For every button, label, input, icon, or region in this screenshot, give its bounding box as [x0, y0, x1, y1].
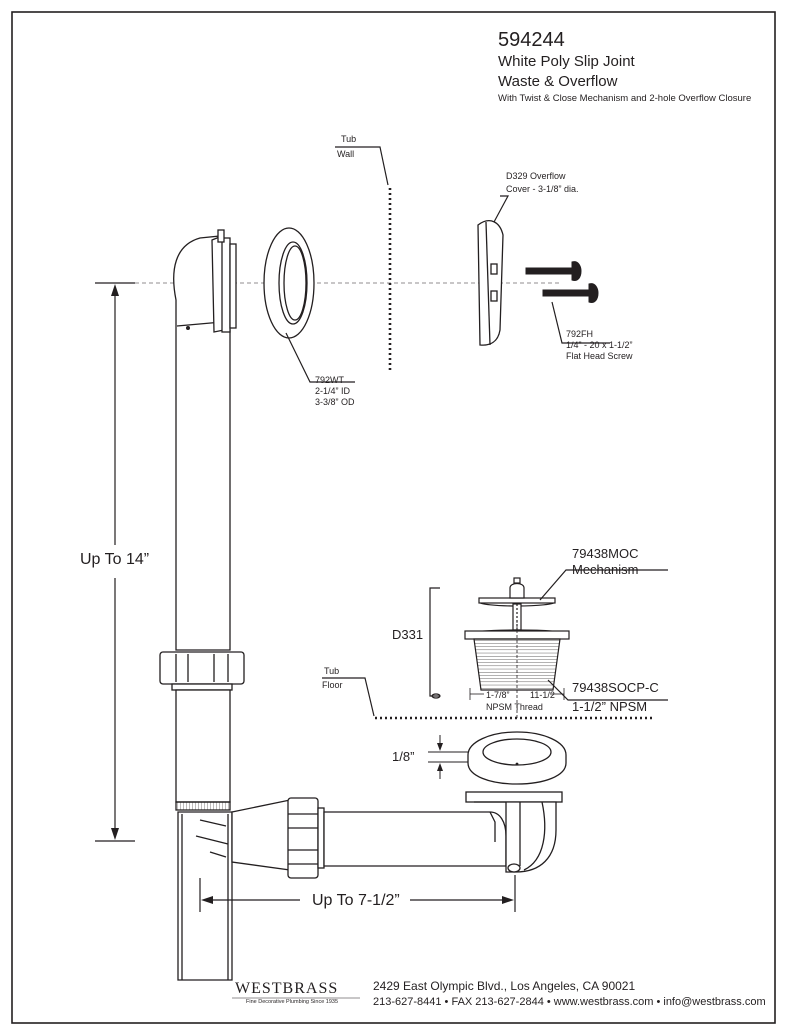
drain-gasket — [467, 731, 567, 785]
d331-bracket — [429, 587, 441, 699]
wt792-label-1: 792WT — [315, 375, 345, 385]
brand-tagline: Fine Decorative Plumbing Since 1935 — [246, 999, 339, 1005]
title-line-1: White Poly Slip Joint — [498, 53, 635, 70]
overflow-pipe — [173, 229, 237, 651]
brand-logo: WESTBRASS — [235, 980, 339, 997]
part-number: 594244 — [498, 29, 565, 51]
d329-label-1: D329 Overflow — [506, 171, 566, 181]
moc-label-1: 79438MOC — [572, 546, 639, 561]
leader-socp — [547, 679, 668, 701]
socp-label-2: 1-1/2” NPSM — [572, 699, 648, 714]
dimension-gasket-gap — [428, 735, 468, 779]
tub-floor-label-1: Tub — [324, 666, 340, 676]
tub-wall-label-1: Tub — [341, 134, 357, 144]
mechanism-stopper — [478, 577, 556, 631]
dimension-gasket-gap-label: 1/8” — [392, 749, 415, 764]
company-address: 2429 East Olympic Blvd., Los Angeles, CA… — [373, 979, 636, 993]
title-line-2: Waste & Overflow — [498, 73, 618, 90]
waste-tee — [175, 689, 291, 981]
overflow-cover — [477, 220, 504, 346]
waste-horizontal-pipe — [323, 811, 507, 867]
tub-floor-marker — [322, 677, 655, 720]
fh792-label-3: Flat Head Screw — [566, 351, 633, 361]
thread-dimension — [469, 688, 565, 700]
company-contact: 213-627-8441 • FAX 213-627-2844 • www.we… — [373, 996, 766, 1008]
tub-wall-marker — [335, 146, 392, 372]
dimension-vertical — [95, 282, 135, 842]
d331-label: D331 — [392, 627, 424, 642]
thread-diameter-label: 1-7/8” — [486, 690, 510, 700]
dimension-vertical-label: Up To 14” — [80, 551, 150, 568]
socp-label-1: 79438SOCP-C — [572, 680, 659, 695]
tub-wall-label-2: Wall — [337, 149, 355, 159]
flat-head-screws — [525, 261, 599, 303]
drain-body — [464, 620, 570, 720]
thread-pitch-label: 11-1/2 — [530, 690, 555, 700]
waste-shoe — [465, 791, 563, 873]
leader-moc — [539, 569, 668, 601]
fh792-label-2: 1/4” - 20 x 1-1/2” — [566, 340, 633, 350]
dimension-horizontal — [199, 875, 516, 912]
leader-792fh — [551, 301, 610, 344]
wt792-label-3: 3-3/8” OD — [315, 397, 355, 407]
leader-792wt — [285, 332, 355, 383]
d329-label-2: Cover - 3-1/8” dia. — [506, 184, 579, 194]
dimension-horizontal-label: Up To 7-1/2” — [312, 892, 400, 909]
slip-nut-vertical — [159, 651, 245, 691]
fh792-label-1: 792FH — [566, 329, 594, 339]
thread-type-label: NPSM Thread — [486, 702, 543, 712]
sheet-border — [11, 11, 776, 1024]
slip-nut-horizontal — [287, 797, 325, 879]
leader-d329 — [493, 195, 510, 223]
wt792-label-2: 2-1/4” ID — [315, 386, 351, 396]
title-line-3: With Twist & Close Mechanism and 2-hole … — [498, 93, 752, 104]
tub-floor-label-2: Floor — [322, 680, 343, 690]
moc-label-2: Mechanism — [572, 562, 639, 577]
overflow-washer — [263, 227, 315, 339]
